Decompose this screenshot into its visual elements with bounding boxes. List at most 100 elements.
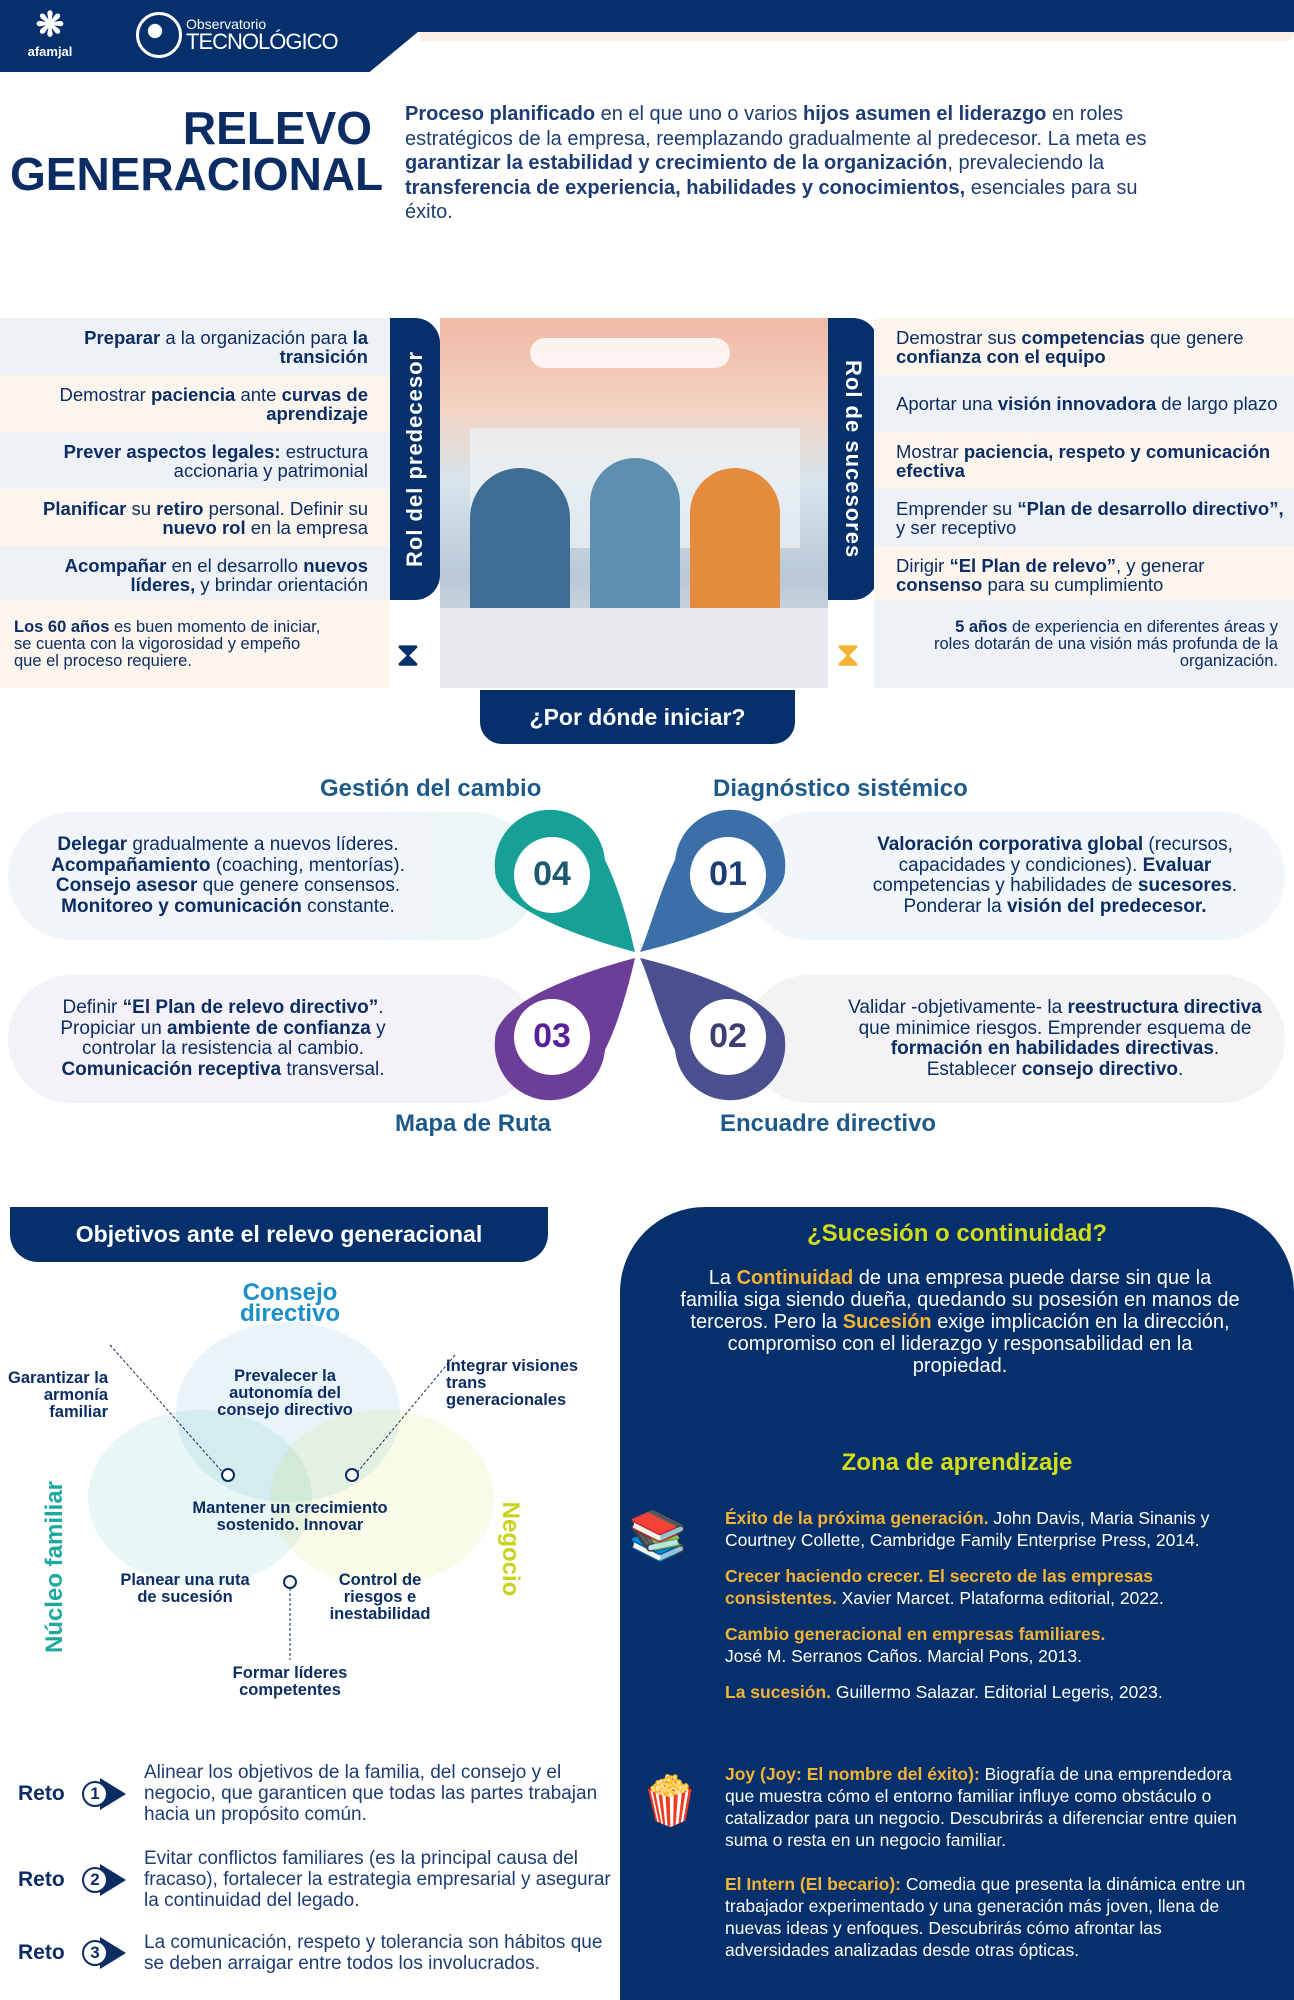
step-title-01: Diagnóstico sistémico bbox=[713, 775, 968, 802]
step-title-04: Gestión del cambio bbox=[320, 775, 542, 802]
venn-diagram bbox=[88, 1322, 494, 1660]
text-segment: es buen momento de iniciar, se cuenta co… bbox=[14, 617, 321, 670]
header-left bbox=[0, 0, 420, 72]
predecesor-rail: Rol del predecesor bbox=[390, 318, 440, 600]
text-segment: Demostrar sus bbox=[896, 326, 1022, 348]
text-segment: gradualmente a nuevos líderes. bbox=[127, 834, 399, 855]
text-segment: “El Plan de relevo directivo” bbox=[122, 997, 379, 1018]
sucesores-note: 5 años de experiencia en diferentes área… bbox=[874, 600, 1294, 688]
text-segment: José M. Serranos Caños. Marcial Pons, 20… bbox=[725, 1646, 1082, 1666]
text-segment: , prevaleciendo la bbox=[947, 152, 1105, 174]
text-segment: la transición bbox=[279, 326, 368, 367]
text-segment: a la organización para bbox=[160, 326, 353, 348]
text-segment: visión innovadora bbox=[997, 393, 1157, 414]
text-segment: Continuidad bbox=[736, 1267, 854, 1289]
callout-line bbox=[109, 1344, 226, 1476]
text-segment: retiro bbox=[156, 497, 204, 519]
text-segment: Sucesión bbox=[842, 1311, 932, 1333]
pin-icon bbox=[283, 1575, 297, 1589]
text-segment: Xavier Marcet. Plataforma editorial, 202… bbox=[836, 1588, 1164, 1608]
lamp-shape bbox=[530, 338, 730, 368]
text-segment: Guillermo Salazar. Editorial Legeris, 20… bbox=[831, 1682, 1163, 1702]
step-num-01: 01 bbox=[709, 855, 747, 893]
text-segment: Biografía de una emprendedora que muestr… bbox=[725, 1764, 1237, 1850]
text-segment: Cambio generacional en empresas familiar… bbox=[725, 1624, 1106, 1644]
sucesores-item: Demostrar sus competencias que genere co… bbox=[874, 318, 1294, 375]
text-segment: en el que uno o varios bbox=[595, 103, 803, 125]
callout-lideres: Formar líderes competentes bbox=[232, 1664, 348, 1699]
text-segment: exige implicación en la dirección, compr… bbox=[727, 1311, 1230, 1377]
step-num-03: 03 bbox=[533, 1017, 571, 1055]
text-segment: Valoración corporativa global bbox=[877, 834, 1144, 855]
text-segment: formación en habilidades directivas bbox=[890, 1038, 1214, 1059]
text-segment: La sucesión. bbox=[725, 1682, 832, 1702]
text-segment: Planificar bbox=[43, 497, 127, 519]
text-segment: de una empresa puede darse sin que la fa… bbox=[680, 1267, 1240, 1333]
text-segment: Los 60 años bbox=[14, 617, 110, 636]
callout-visiones: Integrar visiones trans generacionales bbox=[446, 1357, 579, 1409]
text-segment: Dirigir bbox=[896, 554, 950, 576]
text-segment: Demostrar bbox=[59, 383, 151, 405]
person-center bbox=[590, 458, 680, 628]
text-segment: sucesores bbox=[1137, 875, 1232, 896]
text-segment: paciencia, respeto y comunicación efecti… bbox=[896, 440, 1271, 481]
text-segment: confianza con el equipo bbox=[896, 345, 1106, 367]
text-segment: Monitoreo y comunicación bbox=[61, 895, 302, 917]
petal-02-center bbox=[690, 999, 766, 1075]
text-segment: Emprender su bbox=[896, 497, 1018, 519]
text-segment: para su cumplimiento bbox=[982, 573, 1164, 595]
text-segment: (coaching, mentorías). bbox=[210, 854, 405, 876]
text-segment: esenciales para su éxito. bbox=[405, 176, 1138, 224]
objetivos-title: Objetivos ante el relevo generacional bbox=[10, 1207, 548, 1262]
text-segment: Prever aspectos legales: bbox=[63, 440, 281, 462]
text-segment: Comunicación receptiva bbox=[61, 1058, 282, 1080]
text-segment: Delegar bbox=[57, 834, 128, 855]
venn-top: Prevalecer la autonomía del consejo dire… bbox=[217, 1367, 353, 1419]
book-item: Cambio generacional en empresas familiar… bbox=[725, 1623, 1265, 1667]
text-segment: consenso bbox=[896, 573, 983, 595]
text-segment: paciencia bbox=[150, 383, 236, 405]
text-segment: Consejo asesor bbox=[55, 875, 198, 896]
step-text-02: Validar -objetivamente- la reestructura … bbox=[745, 975, 1285, 1103]
sucesores-rail: Rol de sucesores bbox=[828, 318, 878, 600]
text-segment: nuevos líderes, bbox=[130, 554, 368, 595]
text-segment: transversal. bbox=[281, 1058, 385, 1080]
sucesores-item: Aportar una visión innovadora de largo p… bbox=[874, 375, 1294, 432]
text-segment: Preparar bbox=[84, 326, 161, 348]
pin-icon bbox=[345, 1468, 359, 1482]
movie-item: Joy (Joy: El nombre del éxito): Biografí… bbox=[725, 1763, 1265, 1851]
movie-item: El Intern (El becario): Comedia que pres… bbox=[725, 1873, 1265, 1961]
text-segment: nuevo rol bbox=[162, 516, 246, 538]
text-segment: consejo directivo bbox=[1021, 1058, 1179, 1080]
person-right bbox=[690, 468, 780, 628]
text-segment: Joy (Joy: El nombre del éxito): bbox=[725, 1764, 980, 1784]
step-text-03: Definir “El Plan de relevo directivo”. P… bbox=[8, 975, 538, 1103]
sucesion-panel: ¿Sucesión o continuidad? La Continuidad … bbox=[620, 1207, 1294, 2000]
venn-left: Planear una ruta de sucesión bbox=[120, 1571, 250, 1606]
sucesores-item: Mostrar paciencia, respeto y comunicació… bbox=[874, 432, 1294, 489]
text-segment: en el desarrollo bbox=[166, 554, 304, 576]
text-segment: reestructura directiva bbox=[1067, 997, 1262, 1018]
predecesor-item: Demostrar paciencia ante curvas de apren… bbox=[0, 375, 390, 432]
predecesor-note: Los 60 años es buen momento de iniciar, … bbox=[0, 600, 390, 688]
step-title-02: Encuadre directivo bbox=[720, 1110, 937, 1137]
venn-label-nucleo: Núcleo familiar bbox=[41, 1480, 68, 1654]
text-segment: Crecer haciendo crecer. El secreto de la… bbox=[725, 1566, 1154, 1608]
text-segment: que genere consensos. bbox=[197, 875, 401, 896]
predecesor-item: Prever aspectos legales: estructura acci… bbox=[0, 432, 390, 489]
step-title-03: Mapa de Ruta bbox=[395, 1110, 552, 1137]
step-num-02: 02 bbox=[709, 1017, 747, 1055]
venn-right: Control de riesgos e inestabilidad bbox=[329, 1571, 431, 1623]
book-list: Éxito de la próxima generación. John Dav… bbox=[725, 1507, 1265, 1703]
text-segment: Comedia que presenta la dinámica entre u… bbox=[725, 1874, 1246, 1960]
venn-nucleo bbox=[88, 1410, 312, 1586]
afamjal-logo: ❋afamjal bbox=[20, 6, 80, 59]
zona-title: Zona de aprendizaje bbox=[841, 1449, 1073, 1476]
text-segment: El Intern (El becario): bbox=[725, 1874, 901, 1894]
text-segment: y brindar orientación bbox=[195, 573, 368, 595]
venn-label-consejo: Consejo directivo bbox=[239, 1279, 341, 1327]
